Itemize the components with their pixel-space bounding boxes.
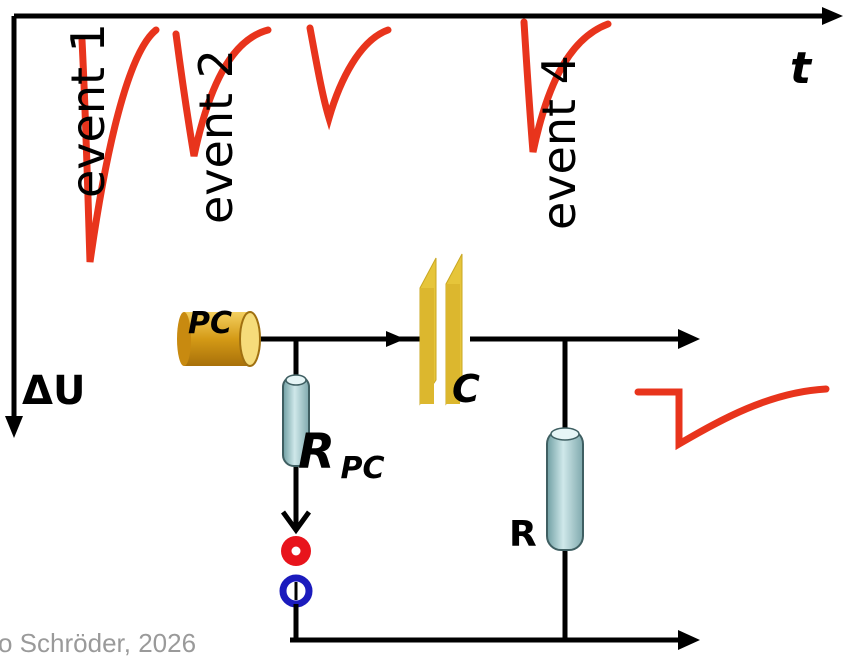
- wires: [248, 336, 680, 643]
- output-arrowhead-bottom: [678, 630, 700, 650]
- pulse-event-2: [172, 26, 272, 157]
- voltage-axis-label: ΔU: [22, 368, 85, 414]
- load-resistor-label: R: [509, 514, 537, 555]
- event-label-2: event 2: [189, 49, 243, 224]
- voltage-axis: [5, 16, 23, 438]
- time-axis: [14, 7, 843, 25]
- signal-arrowhead-mid: [386, 331, 405, 347]
- capacitor: [419, 253, 463, 406]
- terminal-top: [281, 536, 311, 566]
- terminal-bottom: [279, 574, 313, 608]
- load-resistor: [546, 427, 584, 551]
- photocathode-label: PC: [188, 306, 232, 341]
- capacitor-label: C: [452, 367, 480, 411]
- photocathode: PC: [177, 306, 261, 367]
- cathode-down-arrow: [280, 510, 312, 535]
- event-label-4: event 4: [532, 55, 586, 230]
- pulse-event-3: [306, 24, 392, 131]
- output-arrowhead-top: [678, 329, 700, 349]
- time-axis-label: t: [790, 43, 813, 94]
- event-label-1: event 1: [61, 23, 115, 198]
- output-pulse: [634, 385, 830, 451]
- pulse-event-1: [78, 26, 160, 263]
- cathode-resistor-label: R PC: [298, 424, 385, 486]
- cathode-resistor: [282, 374, 310, 467]
- credit-text: o Schröder, 2026: [0, 628, 196, 656]
- pulse-event-4: [520, 18, 612, 153]
